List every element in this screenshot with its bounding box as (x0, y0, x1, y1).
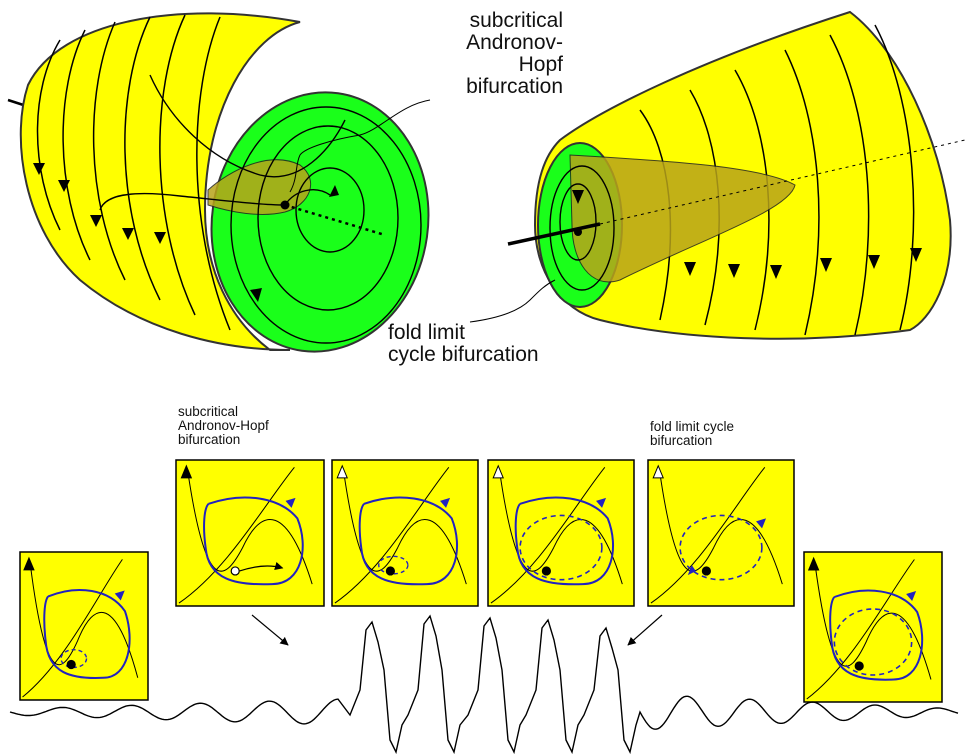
panel-6 (804, 552, 942, 702)
equilibrium-point (702, 567, 710, 575)
panel-5 (648, 460, 794, 606)
equilibrium-point (542, 567, 550, 575)
phase-panels (20, 460, 942, 702)
equilibrium-point (67, 660, 75, 668)
panel-2 (176, 460, 324, 606)
arrow-hopf-pointer (252, 615, 288, 645)
panel-4 (488, 460, 634, 606)
left-surface (8, 13, 445, 365)
arrow-fold-pointer (628, 615, 662, 645)
equilibrium-point (855, 662, 863, 670)
panel-background (648, 460, 794, 606)
label-top-fold: fold limit cycle bifurcation (388, 322, 539, 366)
label-small-fold: fold limit cycle bifurcation (650, 420, 734, 448)
label-top-hopf: subcritical Andronov-Hopf bifurcation (428, 10, 563, 98)
panel-1 (20, 552, 148, 700)
right-callout-leader (470, 280, 555, 322)
equilibrium-point (386, 567, 394, 575)
panel-3 (332, 460, 478, 606)
label-small-hopf: subcritical Andronov-Hopf bifurcation (178, 405, 269, 447)
equilibrium-point (231, 567, 239, 575)
